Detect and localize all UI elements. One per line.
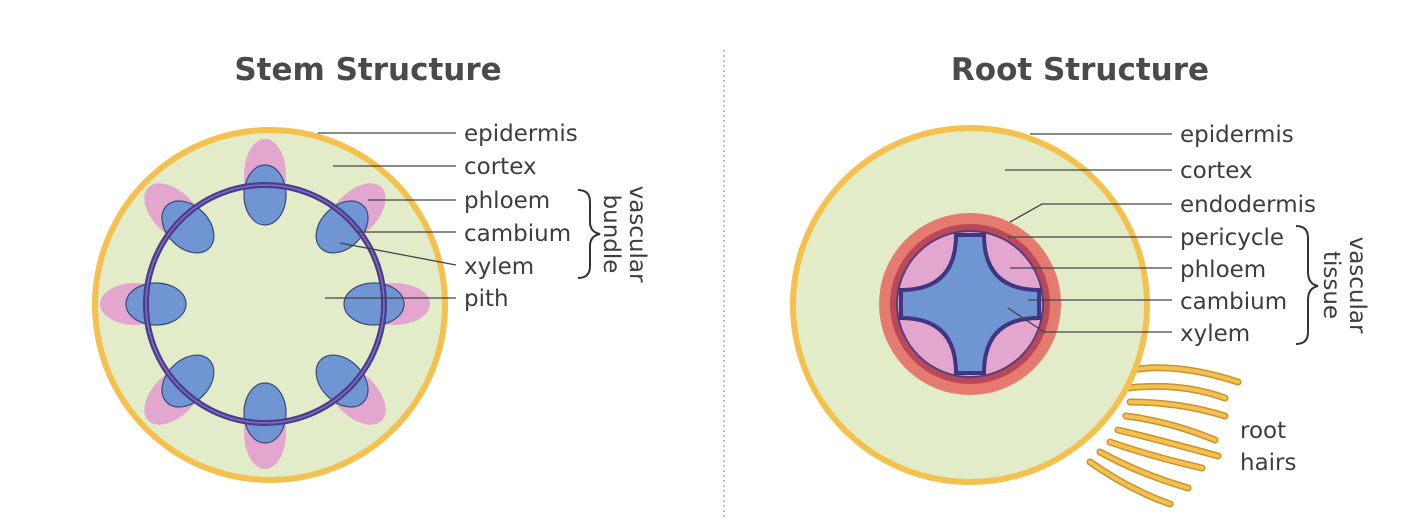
root-group-label-line2: tissue: [1318, 251, 1344, 319]
root-label-root-hairs-line2: hairs: [1240, 450, 1297, 476]
stem-bundle: [100, 282, 187, 326]
root-label-root-hairs-line1: root: [1240, 418, 1286, 444]
root-hair: [1126, 384, 1227, 400]
stem-xylem: [315, 354, 369, 408]
stem-bundle: [243, 382, 287, 469]
stem-bundle: [243, 139, 287, 226]
stem-panel: Stem Structure epidermis cortex phloem c…: [92, 52, 650, 483]
root-xylem-leader: [1007, 307, 1172, 333]
stem-label-cambium: cambium: [464, 221, 571, 247]
stem-group-label: vascular bundle: [598, 186, 650, 283]
root-label-epidermis: epidermis: [1180, 122, 1294, 148]
stem-xylem: [315, 200, 369, 254]
root-hair: [1128, 400, 1227, 418]
stem-xylem: [161, 354, 215, 408]
root-label-endodermis: endodermis: [1180, 192, 1316, 218]
root-endodermis-leader: [1009, 203, 1172, 223]
root-hair: [1124, 414, 1217, 442]
stem-xylem: [161, 200, 215, 254]
root-hair: [1098, 450, 1190, 490]
stem-label-epidermis: epidermis: [464, 121, 578, 147]
root-group-label: vascular tissue: [1318, 237, 1370, 334]
root-label-phloem: phloem: [1180, 257, 1266, 283]
stem-bundle: [315, 354, 386, 425]
stem-bundle: [144, 354, 215, 425]
stem-group-label-line1: vascular: [624, 186, 650, 283]
stem-cambium-highlight: [145, 184, 385, 424]
root-hair: [1088, 460, 1172, 506]
root-group-label-line1: vascular: [1344, 237, 1370, 334]
stem-xylem-leader: [339, 242, 457, 266]
root-title: Root Structure: [951, 52, 1209, 88]
root-label-cambium: cambium: [1180, 289, 1287, 315]
stem-xylem: [125, 282, 187, 326]
stem-xylem: [343, 282, 405, 326]
stem-group-brace: [577, 189, 601, 279]
stem-title: Stem Structure: [234, 52, 501, 88]
stem-bundle: [343, 282, 430, 326]
root-label-pericycle: pericycle: [1180, 225, 1284, 251]
stem-bundle: [315, 183, 386, 254]
root-hair: [1116, 428, 1220, 458]
stem-bundle: [144, 183, 215, 254]
stem-xylem: [243, 382, 287, 444]
root-hair: [1108, 440, 1204, 470]
root-label-cortex: cortex: [1180, 158, 1253, 184]
stem-vascular-bundles: [100, 139, 430, 469]
root-group-brace: [1295, 225, 1319, 345]
stem-group-label-line2: bundle: [598, 195, 624, 274]
root-panel: Root Structure epidermis cortex endoderm…: [790, 52, 1370, 508]
stem-label-pith: pith: [464, 286, 509, 312]
stem-label-phloem: phloem: [464, 188, 550, 214]
root-label-xylem: xylem: [1180, 321, 1250, 347]
root-xylem: [899, 233, 1041, 375]
stem-xylem: [243, 164, 287, 226]
stem-label-xylem: xylem: [464, 254, 534, 280]
stem-label-cortex: cortex: [464, 154, 537, 180]
